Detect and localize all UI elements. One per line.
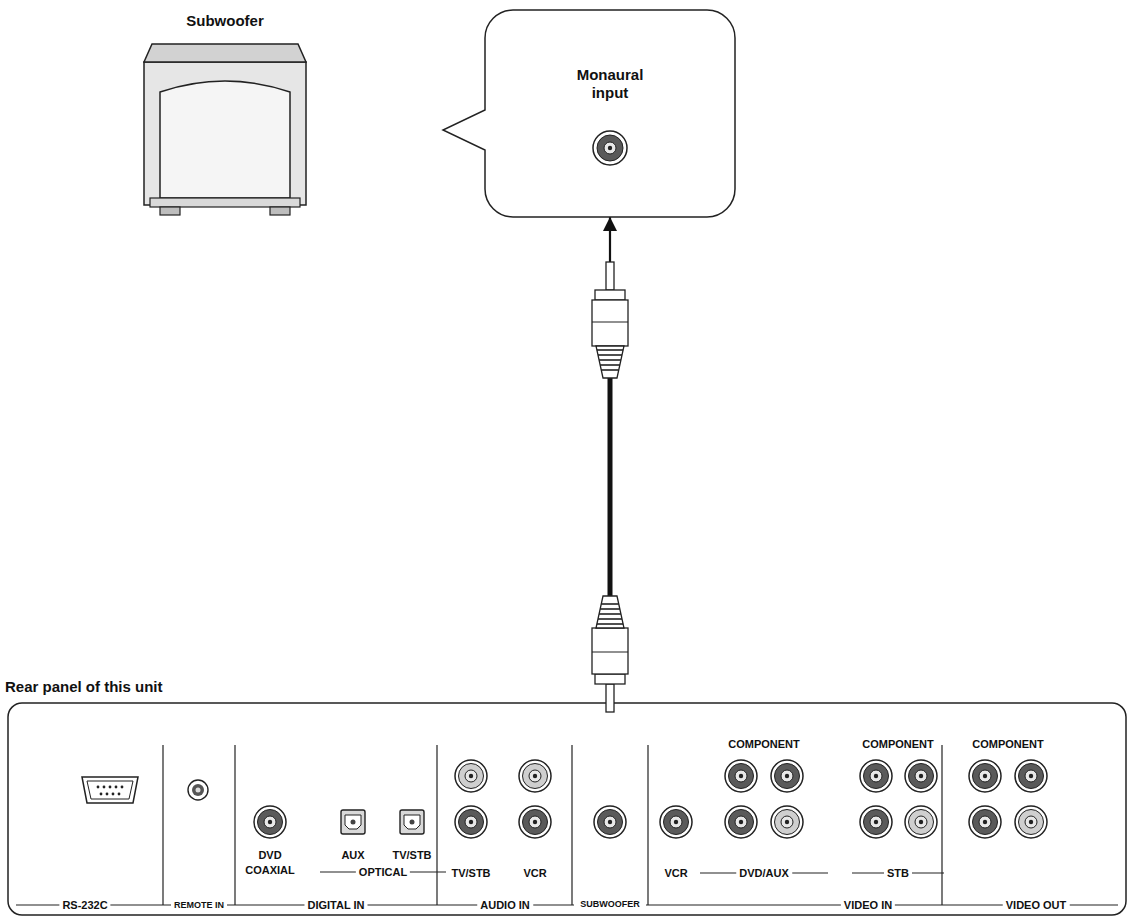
rear-panel: Rear panel of this unitSUBWOOFER [5, 678, 1130, 917]
panel-label: AUDIO IN [477, 899, 533, 912]
subwoofer-foot [160, 207, 180, 215]
rca-jack [860, 806, 892, 838]
rca-jack [455, 806, 487, 838]
plug-ridge [599, 613, 621, 615]
rca-jack [519, 760, 551, 792]
rca-jack [455, 760, 487, 792]
section-divider [647, 745, 648, 905]
callout-bubble: Monaural input [485, 10, 735, 217]
plug-strain-relief [596, 596, 624, 628]
plug-ring [592, 321, 628, 322]
subwoofer-output-section: SUBWOOFER [574, 790, 646, 912]
rca-jack [771, 760, 803, 792]
rca-jack [860, 760, 892, 792]
rca-jack [1015, 806, 1047, 838]
node-label: Subwoofer [140, 12, 310, 30]
rca-jack [905, 760, 937, 792]
node-label: Rear panel of this unit [5, 678, 265, 696]
subwoofer-foot [270, 207, 290, 215]
panel-label: REMOTE IN [171, 900, 227, 911]
subwoofer-top [144, 44, 306, 62]
subwoofer-body [144, 62, 306, 205]
cable-wire [608, 376, 613, 598]
panel-label: VIDEO IN [841, 899, 895, 912]
rca-jack [594, 806, 626, 838]
panel-label: RS-232C [59, 899, 110, 912]
rca-jack [969, 760, 1001, 792]
plug-body [592, 628, 628, 674]
panel-label: VCR [661, 867, 690, 880]
panel-label: OPTICAL [356, 866, 410, 879]
panel-label: VIDEO OUT [1003, 899, 1070, 912]
section-divider [436, 745, 437, 905]
rca-jack [905, 806, 937, 838]
panel-label: DVD/AUX [736, 867, 792, 880]
plug-ridge [601, 603, 619, 605]
plug-pin [606, 262, 614, 290]
monaural-jack [593, 131, 627, 165]
panel-label: DIGITAL IN [304, 899, 367, 912]
rca-jack [725, 760, 757, 792]
plug-ridge [601, 369, 619, 371]
plug-strain-relief [596, 346, 624, 378]
plug-pin [606, 684, 614, 712]
plug-ridge [598, 618, 622, 620]
section-divider [162, 745, 163, 905]
plug-body [592, 300, 628, 346]
plug-ridge [600, 364, 620, 366]
bubble-shape [443, 10, 735, 217]
rca-jack [969, 806, 1001, 838]
plug-collar [595, 674, 625, 684]
rca-jack [1015, 760, 1047, 792]
rs232c-connector [82, 777, 138, 803]
node-label: Monaural input [560, 66, 660, 102]
rear-panel-drawing [8, 703, 1126, 915]
rca-jack [771, 806, 803, 838]
optical-jack [341, 810, 365, 834]
panel-outline [8, 703, 1126, 915]
section-divider [941, 745, 942, 905]
plug-ring [592, 651, 628, 652]
rca-jack [725, 806, 757, 838]
bubble-outline [485, 10, 735, 217]
subwoofer-base [150, 198, 300, 207]
panel-label: VCR [520, 867, 549, 880]
plug-ridge [598, 354, 622, 356]
panel-label: COMPONENT [859, 738, 937, 751]
subwoofer-front [160, 81, 290, 198]
node-label: SUBWOOFER [574, 899, 646, 910]
plug-ridge [599, 359, 621, 361]
section-divider [571, 745, 572, 905]
plug-ridge [597, 623, 623, 625]
plug-ridge [600, 608, 620, 610]
plug-ridge [597, 349, 623, 351]
rca-jack [519, 806, 551, 838]
panel-label: DVD COAXIAL [243, 848, 297, 878]
panel-label: COMPONENT [725, 738, 803, 751]
rca-cable [592, 262, 628, 712]
panel-label: TV/STB [448, 867, 493, 880]
rca-jack [660, 806, 692, 838]
subwoofer-unit: Subwoofer [140, 10, 310, 220]
section-divider [234, 745, 235, 905]
panel-label: AUX [338, 849, 367, 862]
subwoofer-illustration [144, 44, 306, 215]
panel-label: COMPONENT [969, 738, 1047, 751]
panel-label: TV/STB [389, 849, 434, 862]
rca-jack [254, 806, 286, 838]
optical-jack [400, 810, 424, 834]
plug-collar [595, 290, 625, 300]
remote-jack [188, 780, 208, 800]
panel-label: STB [884, 867, 912, 880]
